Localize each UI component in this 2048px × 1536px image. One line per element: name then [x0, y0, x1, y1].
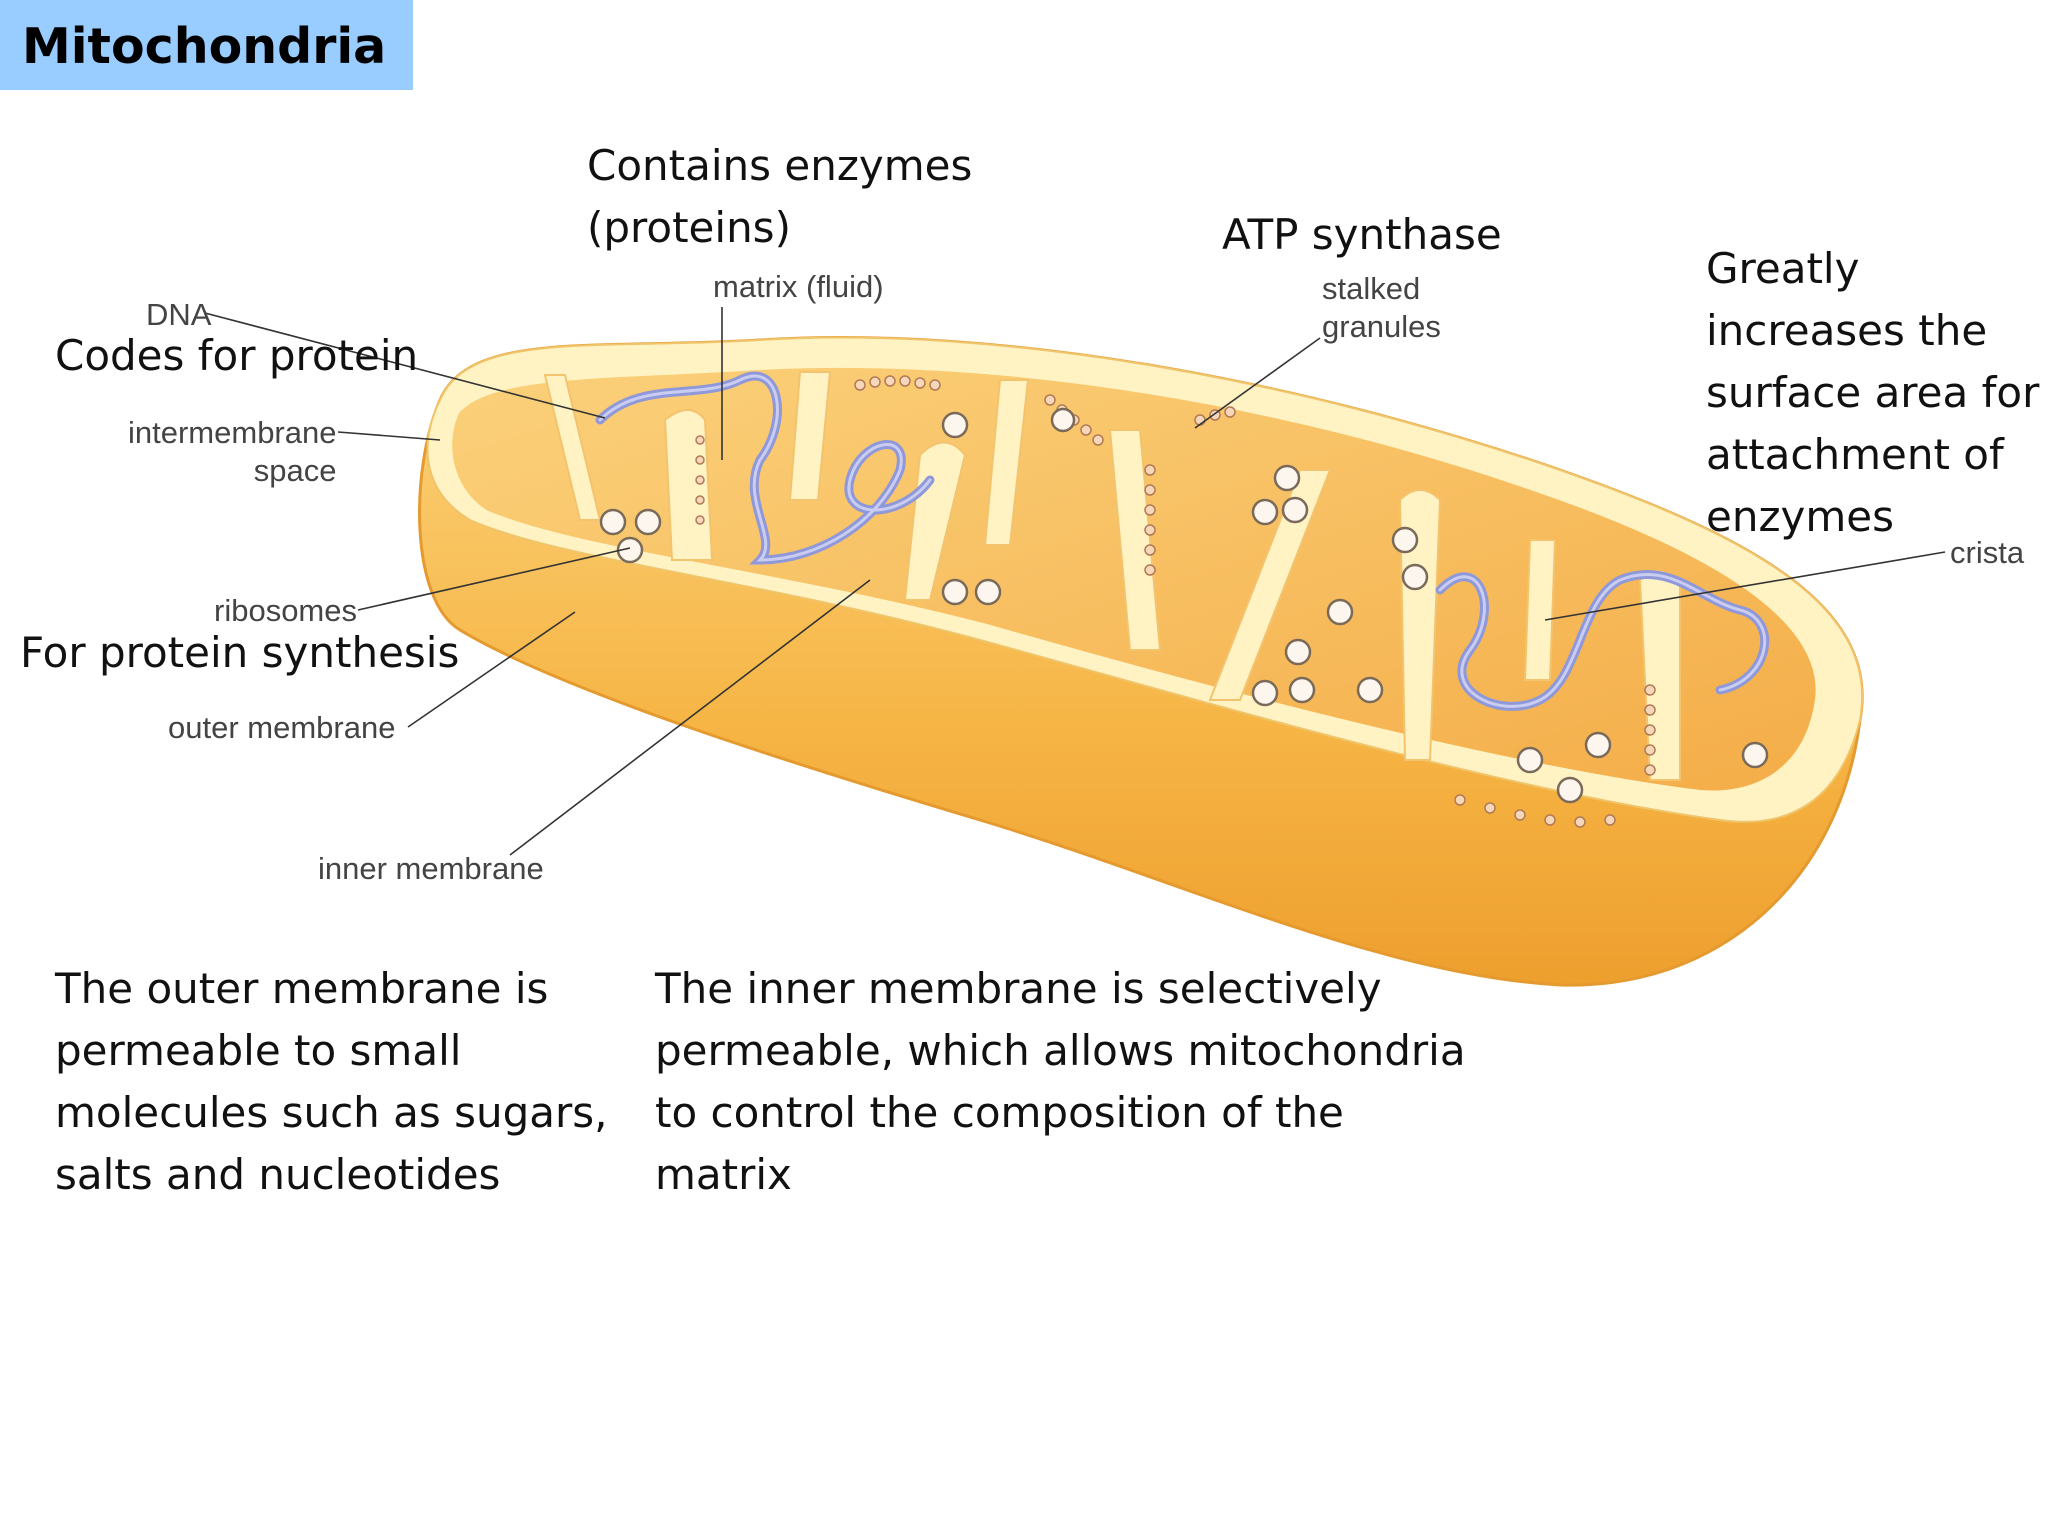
label-dna: DNA	[146, 297, 212, 332]
note-surface-line4: attachment of	[1706, 430, 2004, 479]
paragraph-outer-membrane: The outer membrane is permeable to small…	[55, 958, 608, 1206]
label-intermembrane-space: intermembrane space	[128, 414, 336, 490]
note-atp-synthase: ATP synthase	[1222, 210, 1502, 259]
paragraph-outer-line4: salts and nucleotides	[55, 1150, 501, 1199]
label-outer-membrane: outer membrane	[168, 710, 396, 745]
note-surface-area: Greatly increases the surface area for a…	[1706, 238, 2039, 548]
dna-strands-highlight	[598, 374, 1767, 708]
stalked-granules	[695, 375, 1656, 828]
note-surface-line5: enzymes	[1706, 492, 1894, 541]
paragraph-inner-line4: matrix	[655, 1150, 792, 1199]
label-crista: crista	[1950, 535, 2025, 570]
leader-lines	[204, 307, 1946, 856]
note-codes-for-protein: Codes for protein	[55, 331, 419, 380]
label-ribosomes: ribosomes	[214, 593, 357, 628]
paragraph-outer-line1: The outer membrane is	[55, 964, 549, 1013]
label-stalked-line2: granules	[1322, 309, 1441, 344]
paragraph-outer-line2: permeable to small	[55, 1026, 462, 1075]
paragraph-inner-line1: The inner membrane is selectively	[655, 964, 1382, 1013]
paragraph-outer-line3: molecules such as sugars,	[55, 1088, 608, 1137]
note-surface-line3: surface area for	[1706, 368, 2040, 417]
label-stalked-line1: stalked	[1322, 271, 1421, 306]
note-enzymes-line2: (proteins)	[587, 203, 791, 252]
label-inner-membrane: inner membrane	[318, 851, 544, 886]
note-enzymes: Contains enzymes (proteins)	[587, 135, 972, 259]
page-title: Mitochondria	[22, 18, 387, 75]
paragraph-inner-line3: to control the composition of the	[655, 1088, 1344, 1137]
note-surface-line2: increases the	[1706, 306, 1988, 355]
paragraph-inner-membrane: The inner membrane is selectively permea…	[655, 958, 1466, 1206]
paragraph-inner-line2: permeable, which allows mitochondria	[655, 1026, 1466, 1075]
note-surface-line1: Greatly	[1706, 244, 1860, 293]
label-matrix: matrix (fluid)	[713, 269, 884, 304]
title-banner: Mitochondria	[0, 0, 413, 90]
ribosomes-shapes	[599, 407, 1769, 804]
label-intermembrane-line1: intermembrane	[128, 415, 337, 450]
label-intermembrane-line2: space	[253, 453, 337, 488]
note-enzymes-line1: Contains enzymes	[587, 141, 973, 190]
label-stalked-granules: stalked granules	[1322, 270, 1441, 346]
note-protein-synthesis: For protein synthesis	[20, 628, 460, 677]
